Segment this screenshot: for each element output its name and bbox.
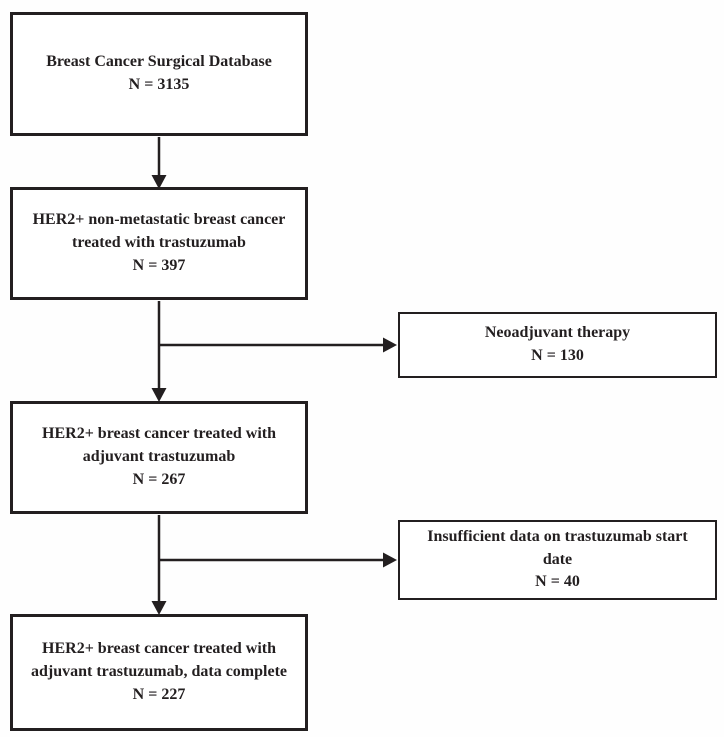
flow-box-her2-trastuzumab: HER2+ non-metastatic breast cancer treat…: [10, 187, 308, 300]
arrow-branch-neoadjuvant: [158, 337, 397, 353]
flow-box-neoadjuvant-excluded: Neoadjuvant therapy N = 130: [398, 312, 717, 378]
box-label: Insufficient data on trastuzumab start d…: [427, 527, 688, 568]
box-label: HER2+ breast cancer treated with adjuvan…: [31, 640, 287, 681]
box-label: HER2+ breast cancer treated with adjuvan…: [42, 425, 276, 466]
flow-box-source-database: Breast Cancer Surgical Database N = 3135: [10, 12, 308, 136]
box-count: N = 227: [132, 685, 186, 703]
flow-box-adjuvant-trastuzumab: HER2+ breast cancer treated with adjuvan…: [10, 401, 308, 514]
box-label: Breast Cancer Surgical Database: [46, 53, 272, 71]
box-count: N = 130: [531, 347, 584, 364]
box-label: HER2+ non-metastatic breast cancer treat…: [32, 211, 286, 252]
box-label: Neoadjuvant therapy: [484, 324, 631, 342]
box-count: N = 40: [535, 573, 580, 591]
flow-box-insufficient-data-excluded: Insufficient data on trastuzumab start d…: [398, 520, 717, 600]
arrow-adjuvant-to-complete: [151, 515, 167, 615]
arrow-source-to-her2: [151, 137, 167, 189]
box-count: N = 267: [132, 470, 186, 488]
arrow-branch-insufficient: [158, 552, 397, 568]
box-count: N = 3135: [128, 76, 190, 93]
flow-box-data-complete: HER2+ breast cancer treated with adjuvan…: [10, 614, 308, 731]
arrow-her2-to-adjuvant: [151, 301, 167, 402]
box-count: N = 397: [132, 256, 186, 274]
